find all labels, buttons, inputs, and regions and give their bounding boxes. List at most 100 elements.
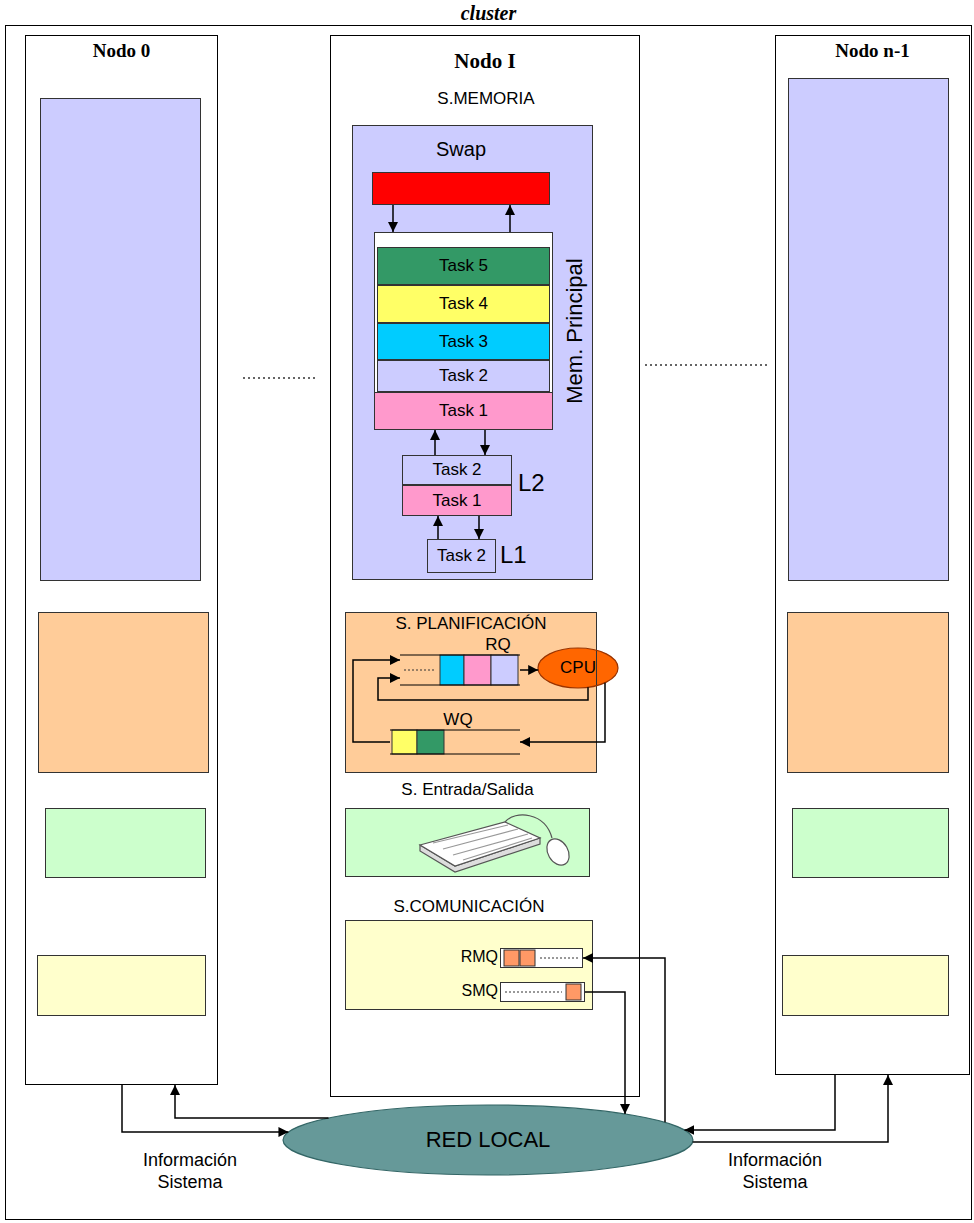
swap-area: Swap xyxy=(372,172,550,205)
shape-outline xyxy=(378,324,550,360)
node-shape xyxy=(283,1105,693,1175)
connector-arrow xyxy=(585,992,625,1114)
shape-outline xyxy=(378,361,550,392)
node-shape xyxy=(378,248,550,285)
shape-outline xyxy=(375,393,553,430)
node-shape xyxy=(375,393,553,430)
task-block: Task 4 xyxy=(377,285,550,323)
shape-fill xyxy=(375,233,553,430)
shape-outline xyxy=(403,486,512,516)
shape-fill xyxy=(403,486,512,516)
shape-outline xyxy=(346,613,597,773)
node-box: Nodo IS.MEMORIASwapMem. PrincipalTask 5T… xyxy=(330,35,640,1097)
queue-cell xyxy=(392,730,417,754)
node-label: cluster xyxy=(5,2,972,25)
node-label: Nodo 0 xyxy=(25,40,218,62)
node-shape xyxy=(501,949,583,968)
shape-outline xyxy=(6,26,972,1220)
mouse-cable xyxy=(505,815,552,838)
l2-cache: L2Task 2Task 1 xyxy=(402,455,512,516)
shape-fill xyxy=(501,983,585,1002)
shape-fill xyxy=(776,36,970,1075)
node-shape xyxy=(378,361,550,392)
node-shape xyxy=(353,126,593,580)
node-0-panels xyxy=(38,99,209,1016)
connector-arrow xyxy=(392,205,394,232)
queue-cell xyxy=(417,730,444,754)
node-shape xyxy=(378,286,550,323)
shape-outline xyxy=(373,173,550,205)
shape-outline xyxy=(378,286,550,323)
scheduling-subsystem: S. PLANIFICACIÓNRQCPUWQ xyxy=(345,612,597,773)
node-shape xyxy=(378,286,550,323)
message-queues-art xyxy=(504,950,581,1000)
shape-fill xyxy=(26,36,218,1085)
keyboard-top xyxy=(420,822,540,866)
l1-cache: L1Task 2 xyxy=(427,539,496,573)
queue-cell xyxy=(464,655,491,685)
io-panel xyxy=(793,809,949,878)
task-block: Task 2 xyxy=(402,455,512,485)
cluster-frame: clusterNodo 0Nodo IS.MEMORIASwapMem. Pri… xyxy=(5,25,972,1220)
node-label: RMQ xyxy=(454,948,498,966)
shape-outline xyxy=(538,648,618,688)
queue-cell xyxy=(491,655,518,685)
memory-panel xyxy=(41,99,201,581)
node-label: Mem. Principal xyxy=(561,236,589,426)
node-label: Task 1 xyxy=(374,392,553,430)
shape-fill xyxy=(378,324,550,360)
node-shape xyxy=(403,456,512,485)
dotted-separator xyxy=(243,377,316,379)
node-shape xyxy=(346,921,593,1010)
node-shape xyxy=(26,36,218,1085)
node-label: Task 2 xyxy=(428,540,495,572)
connector-arrow xyxy=(434,430,436,455)
scheduling-panel xyxy=(788,613,949,773)
connector-arrow xyxy=(122,1085,288,1132)
note-label: Información Sistema xyxy=(130,1150,250,1193)
queue-dots xyxy=(540,958,578,959)
io-subsystem: S. Entrada/Salida xyxy=(345,808,590,877)
node-shape xyxy=(373,173,550,205)
node-shape xyxy=(26,36,218,1085)
node-shape xyxy=(346,809,590,877)
mouse xyxy=(542,835,573,869)
node-shape xyxy=(375,233,553,430)
node-shape xyxy=(353,126,593,580)
shape-outline xyxy=(26,36,218,1085)
node-label: RED LOCAL xyxy=(283,1105,693,1175)
node-label: S. Entrada/Salida xyxy=(345,780,590,800)
node-box: Nodo 0 xyxy=(25,35,218,1085)
node-label: Task 2 xyxy=(402,455,512,485)
connector-arrow xyxy=(520,669,538,671)
node-shape xyxy=(501,949,583,968)
shape-outline xyxy=(346,921,593,1010)
node-shape xyxy=(346,613,597,773)
task-block: Task 3 xyxy=(377,323,550,360)
wait-queue-art xyxy=(390,730,520,754)
shape-fill xyxy=(283,1105,693,1175)
shape-fill xyxy=(346,809,590,877)
queue-cell xyxy=(440,655,464,685)
node-outlines xyxy=(6,26,972,1220)
node-shape xyxy=(375,233,553,430)
memory-panel xyxy=(789,79,949,581)
node-label: Task 3 xyxy=(377,323,550,360)
node-label: Swap xyxy=(372,138,550,161)
shape-outline xyxy=(283,1105,693,1175)
network-ellipse: RED LOCAL xyxy=(283,1105,693,1175)
scheduling-panel xyxy=(39,613,209,773)
shape-fill xyxy=(378,361,550,392)
connector-arrow xyxy=(353,660,400,742)
node-label: SMQ xyxy=(454,982,498,1000)
connector-arrow xyxy=(478,516,480,539)
node-shape xyxy=(501,983,585,1002)
node-label: S. PLANIFICACIÓN xyxy=(345,614,597,634)
task-block: Task 1 xyxy=(402,485,512,516)
node-shape xyxy=(375,393,553,430)
connector-arrow xyxy=(693,1075,888,1142)
keyboard-keys xyxy=(433,825,532,860)
